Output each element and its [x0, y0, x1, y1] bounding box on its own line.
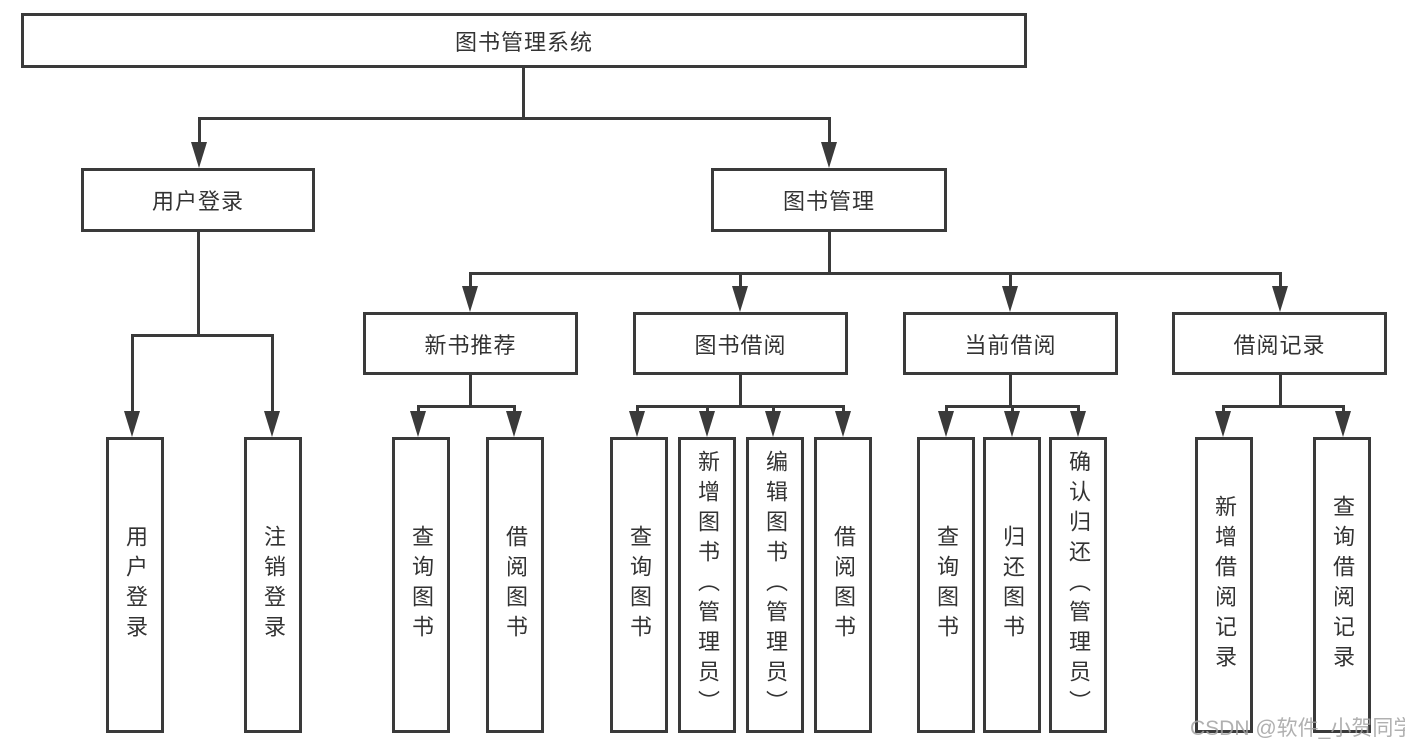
connector-line: [636, 405, 845, 408]
arrow-down-icon: [699, 411, 715, 437]
connector-line: [828, 117, 831, 144]
leaf-current-confirm-return-admin: 确认归还（管理员）: [1049, 437, 1107, 733]
connector-line: [1009, 375, 1012, 407]
connector-line: [706, 405, 709, 414]
arrow-down-icon: [506, 411, 522, 437]
leaf-borrowing-edit-books-admin: 编辑图书（管理员）: [746, 437, 804, 733]
connector-line: [469, 272, 472, 288]
connector-line: [417, 405, 420, 414]
arrow-down-icon: [765, 411, 781, 437]
leaf-records-query-record-label: 查询借阅记录: [1330, 495, 1355, 675]
leaf-records-add-record-label: 新增借阅记录: [1212, 495, 1237, 675]
leaf-records-query-record: 查询借阅记录: [1313, 437, 1371, 733]
leaf-recommend-query-books-label: 查询图书: [409, 525, 434, 645]
leaf-logout-label: 注销登录: [261, 525, 286, 645]
arrow-down-icon: [1070, 411, 1086, 437]
leaf-user-login-label: 用户登录: [123, 525, 148, 645]
leaf-logout: 注销登录: [244, 437, 302, 733]
connector-line: [945, 405, 948, 414]
leaf-records-add-record: 新增借阅记录: [1195, 437, 1253, 733]
node-book-borrowing: 图书借阅: [633, 312, 848, 375]
connector-line: [739, 375, 742, 407]
leaf-current-return-books: 归还图书: [983, 437, 1041, 733]
connector-line: [1222, 405, 1345, 408]
connector-line: [417, 405, 516, 408]
node-borrow-records: 借阅记录: [1172, 312, 1387, 375]
node-new-book-recommend-label: 新书推荐: [424, 332, 517, 358]
arrow-down-icon: [629, 411, 645, 437]
connector-line: [739, 272, 742, 288]
connector-line: [469, 375, 472, 407]
connector-line: [636, 405, 639, 414]
leaf-borrowing-add-books-admin: 新增图书（管理员）: [678, 437, 736, 733]
leaf-borrowing-query-books-label: 查询图书: [627, 525, 652, 645]
arrow-down-icon: [732, 286, 748, 312]
arrow-down-icon: [1215, 411, 1231, 437]
leaf-recommend-borrow-books: 借阅图书: [486, 437, 544, 733]
arrow-down-icon: [821, 142, 837, 168]
leaf-borrowing-borrow-books-label: 借阅图书: [831, 525, 856, 645]
arrow-down-icon: [1004, 411, 1020, 437]
leaf-current-query-books-label: 查询图书: [934, 525, 959, 645]
leaf-borrowing-borrow-books: 借阅图书: [814, 437, 872, 733]
node-book-management-group: 图书管理: [711, 168, 947, 232]
leaf-recommend-query-books: 查询图书: [392, 437, 450, 733]
node-book-management-group-label: 图书管理: [782, 189, 875, 214]
leaf-current-query-books: 查询图书: [917, 437, 975, 733]
arrow-down-icon: [1002, 286, 1018, 312]
leaf-borrowing-add-books-admin-label: 新增图书（管理员）: [695, 450, 720, 720]
connector-line: [1011, 405, 1014, 414]
connector-line: [1077, 405, 1080, 414]
leaf-recommend-borrow-books-label: 借阅图书: [503, 525, 528, 645]
node-root-label: 图书管理系统: [454, 29, 593, 55]
arrow-down-icon: [462, 286, 478, 312]
connector-line: [197, 232, 200, 336]
leaf-borrowing-query-books: 查询图书: [610, 437, 668, 733]
arrow-down-icon: [1272, 286, 1288, 312]
connector-line: [198, 117, 830, 120]
node-root: 图书管理系统: [21, 13, 1027, 68]
connector-line: [1009, 272, 1012, 288]
arrow-down-icon: [410, 411, 426, 437]
node-user-login-group: 用户登录: [81, 168, 315, 232]
node-user-login-group-label: 用户登录: [151, 189, 244, 214]
connector-line: [1342, 405, 1345, 414]
connector-line: [1279, 272, 1282, 288]
connector-line: [842, 405, 845, 414]
connector-line: [828, 232, 831, 274]
leaf-borrowing-edit-books-admin-label: 编辑图书（管理员）: [763, 450, 788, 720]
connector-line: [1222, 405, 1225, 414]
arrow-down-icon: [835, 411, 851, 437]
node-new-book-recommend: 新书推荐: [363, 312, 578, 375]
leaf-current-return-books-label: 归还图书: [1000, 525, 1025, 645]
node-book-borrowing-label: 图书借阅: [694, 332, 787, 358]
arrow-down-icon: [191, 142, 207, 168]
arrow-down-icon: [264, 411, 280, 437]
csdn-watermark: CSDN @软件_小贺同学: [1190, 717, 1405, 740]
node-current-borrowing: 当前借阅: [903, 312, 1118, 375]
connector-line: [131, 334, 274, 337]
connector-line: [469, 272, 1282, 275]
connector-line: [271, 334, 274, 414]
node-current-borrowing-label: 当前借阅: [964, 332, 1057, 358]
arrow-down-icon: [938, 411, 954, 437]
arrow-down-icon: [1335, 411, 1351, 437]
connector-line: [1279, 375, 1282, 407]
leaf-user-login: 用户登录: [106, 437, 164, 733]
connector-line: [131, 334, 134, 414]
connector-line: [772, 405, 775, 414]
arrow-down-icon: [124, 411, 140, 437]
connector-line: [522, 68, 525, 119]
connector-line: [513, 405, 516, 414]
leaf-current-confirm-return-admin-label: 确认归还（管理员）: [1066, 450, 1091, 720]
node-borrow-records-label: 借阅记录: [1233, 332, 1326, 358]
connector-line: [198, 117, 201, 144]
